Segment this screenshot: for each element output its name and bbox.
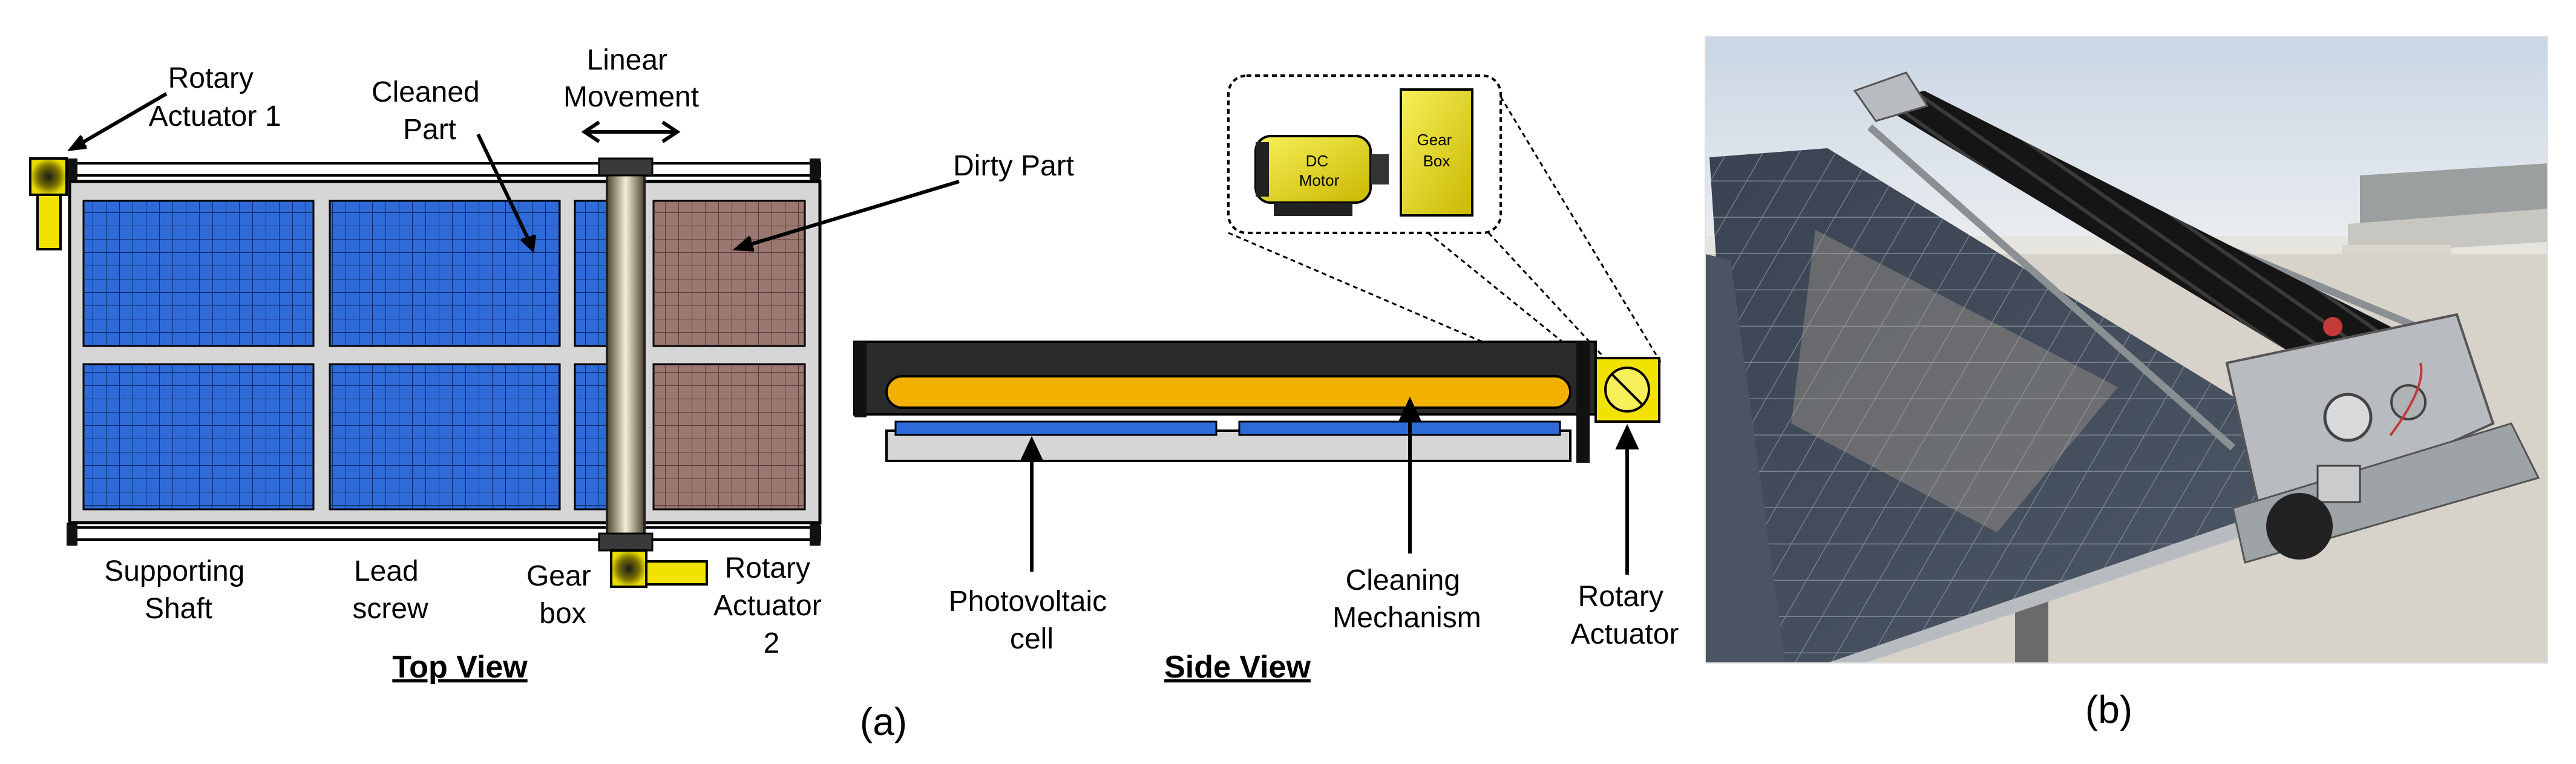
label-lead-screw: Lead screw [352,555,428,625]
label-supporting-shaft: Supporting Shaft [104,555,253,625]
caption-a: (a) [860,700,907,743]
top-view-title: Top View [392,650,528,685]
side-view-title: Side View [1164,650,1311,685]
gear-box [610,549,647,588]
caption-b: (b) [2085,688,2132,731]
label-dirty-part: Dirty Part [953,150,1074,182]
pv-module-clean [82,200,315,347]
label-photovoltaic-cell: Photovoltaic cell [949,586,1115,655]
label-rotary-actuator-2: Rotary Actuator 2 [713,552,830,659]
side-view-diagram: DC Motor Gear Box [853,74,1679,685]
label-cleaned-part: Cleaned Part [372,76,488,146]
photo-panel [1705,36,2548,663]
label-rotary-actuator-1: Rotary Actuator 1 [149,62,281,132]
label-gear-box: Gear box [526,560,599,630]
pv-module-dirty [652,200,806,347]
gear-box-inset [1400,88,1473,217]
pv-module-clean [82,363,315,511]
pv-module-clean [329,200,561,347]
cleaning-roller [885,375,1571,409]
cleaning-brush [1876,91,2414,387]
pv-module-clean [329,363,561,511]
label-rotary-actuator: Rotary Actuator [1571,581,1679,650]
side-pv-cell-left [894,420,1218,436]
pv-module-dirty [652,363,806,511]
label-gear-box-inset: Gear Box [1417,131,1456,170]
lead-screw-roller [606,167,646,544]
label-dc-motor: DC Motor [1299,152,1340,189]
rotary-actuator-1 [29,157,68,196]
label-linear-movement: Linear Movement [563,44,699,113]
supporting-shaft-bottom [68,526,821,541]
rotary-actuator-2 [645,560,708,586]
label-cleaning-mechanism: Cleaning Mechanism [1332,564,1481,634]
supporting-shaft-top [68,162,821,177]
top-view-diagram: Rotary Actuator 1 Cleaned Part Linear Mo… [29,44,1074,685]
side-pv-cell-right [1238,420,1561,436]
